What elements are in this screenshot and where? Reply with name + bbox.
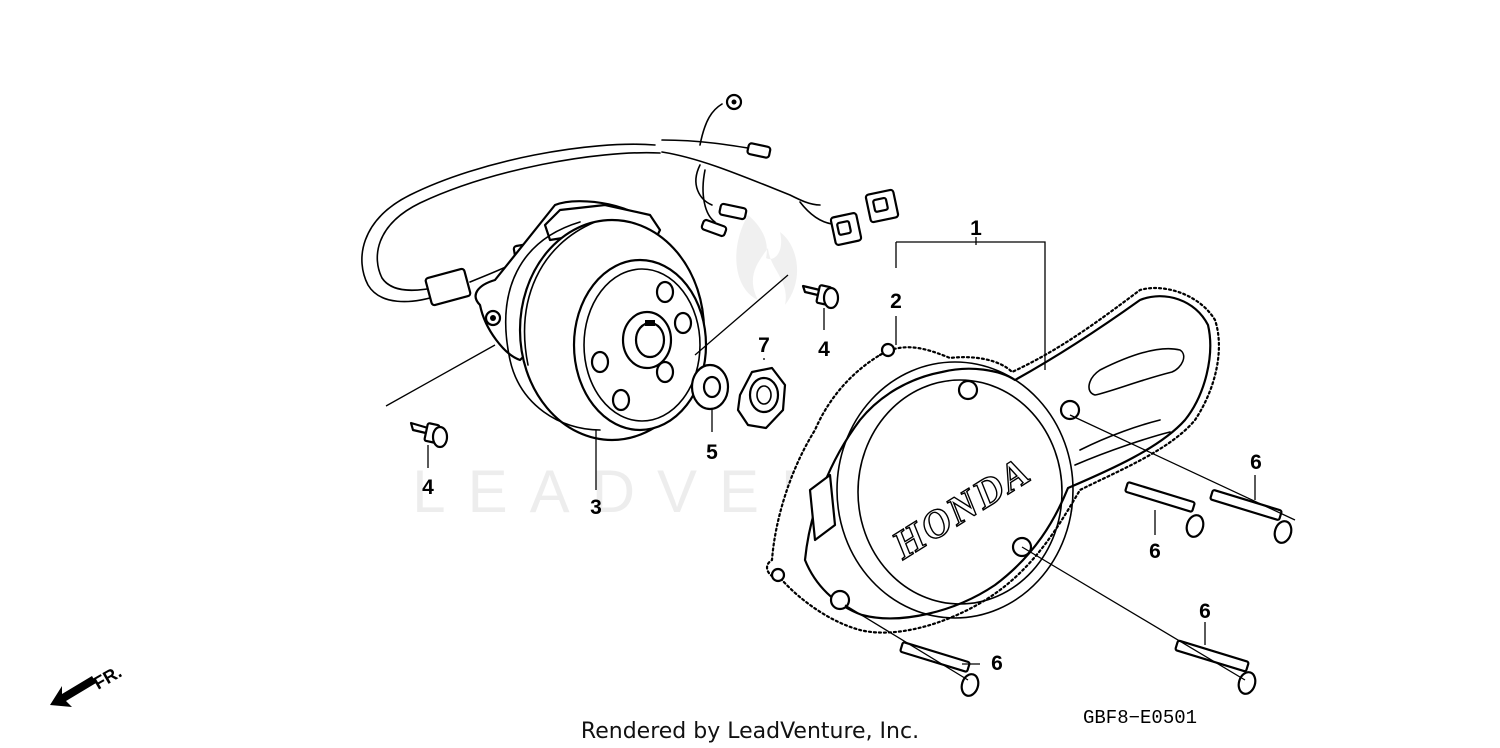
front-label: FR. [90,662,125,694]
callout-4-upper: 4 [818,338,830,361]
footer-credit: Rendered by LeadVenture, Inc. [581,719,919,744]
callout-6-lower-right: 6 [1199,600,1211,623]
flange-bolt-lower [409,421,449,449]
cover-bolt [1209,489,1293,544]
leader-lines [385,237,1296,681]
front-direction-marker: FR. [50,662,125,707]
cover-bolt [1174,639,1257,695]
harness-clamp-icon [424,267,472,307]
callout-3: 3 [590,496,602,519]
callout-6-middle: 6 [1149,540,1161,563]
front-arrow-icon [50,676,96,707]
flame-logo-icon [736,215,798,305]
cover-bolt [899,641,980,697]
callout-7: 7 [758,334,770,357]
callout-6-bottom: 6 [991,652,1003,675]
flywheel-nut [736,366,787,430]
callout-2: 2 [890,290,902,313]
diagram-code: GBF8−E0501 [1083,707,1197,729]
callout-labels: 1 2 3 4 4 5 6 6 6 6 7 [422,217,1262,675]
callout-6-right: 6 [1250,451,1262,474]
cover-bolt [1124,481,1205,538]
flange-bolt-upper [801,284,840,310]
washer [690,363,730,411]
callout-1: 1 [970,217,982,240]
left-crankcase-cover: HONDA [765,286,1221,634]
callout-4-lower: 4 [422,476,434,499]
flywheel-assembly [474,200,708,442]
callout-5: 5 [706,441,718,464]
